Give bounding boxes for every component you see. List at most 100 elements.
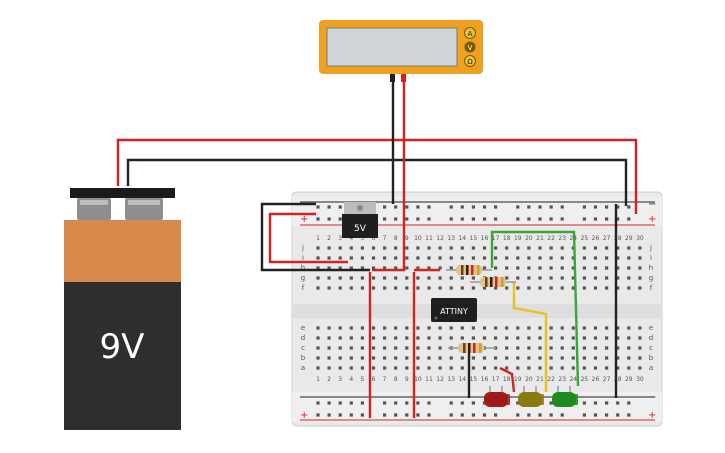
column-number-bottom: 14	[458, 376, 466, 383]
column-number-top: 15	[470, 235, 478, 242]
column-number-bottom: 2	[327, 376, 331, 383]
row-letter: j	[301, 244, 304, 252]
row-letter: f	[650, 284, 653, 292]
row-letter: c	[649, 344, 653, 352]
column-number-bottom: 19	[514, 376, 522, 383]
column-number-top: 3	[338, 235, 342, 242]
column-number-bottom: 25	[581, 376, 589, 383]
column-number-top: 8	[394, 235, 398, 242]
row-letter: g	[301, 274, 305, 282]
column-number-top: 13	[447, 235, 455, 242]
column-number-bottom: 1	[316, 376, 320, 383]
row-letter: i	[650, 254, 652, 262]
column-number-top: 1	[316, 235, 320, 242]
yellow-led[interactable]	[518, 386, 544, 407]
row-letter: f	[302, 284, 305, 292]
rail-plus-bottom-left: +	[300, 410, 308, 421]
attiny-chip[interactable]: ATTINY	[431, 298, 477, 322]
mode-ohms[interactable]	[464, 55, 476, 67]
column-number-top: 18	[503, 235, 511, 242]
rail-minus-bottom-right: −	[648, 392, 656, 403]
row-letter: a	[649, 364, 653, 372]
svg-text:V: V	[468, 44, 473, 52]
regulator-label: 5V	[354, 224, 367, 234]
column-number-top: 14	[458, 235, 466, 242]
column-number-top: 19	[514, 235, 522, 242]
row-letter: e	[301, 324, 305, 332]
column-number-bottom: 23	[558, 376, 566, 383]
column-number-top: 5	[360, 235, 364, 242]
row-letter: g	[649, 274, 653, 282]
column-number-top: 9	[405, 235, 409, 242]
column-numbers: 1122334455667788991010111112121313141415…	[316, 235, 644, 383]
column-number-top: 12	[436, 235, 444, 242]
column-number-top: 17	[492, 235, 500, 242]
column-number-bottom: 8	[394, 376, 398, 383]
column-number-top: 25	[581, 235, 589, 242]
mode-amps[interactable]	[464, 27, 476, 39]
breadboard[interactable]: 1122334455667788991010111112121313141415…	[291, 191, 663, 427]
column-number-top: 26	[592, 235, 600, 242]
column-number-top: 4	[349, 235, 353, 242]
resistor-1[interactable]	[446, 265, 492, 275]
row-letter: c	[301, 344, 305, 352]
rail-minus-top-right: −	[648, 199, 656, 210]
column-number-bottom: 30	[636, 376, 644, 383]
column-number-top: 30	[636, 235, 644, 242]
rail-minus-bottom-left: −	[300, 392, 308, 403]
leds	[484, 386, 578, 407]
row-letter: d	[301, 334, 305, 342]
voltage-regulator[interactable]: 5V	[342, 202, 378, 238]
column-number-top: 2	[327, 235, 331, 242]
rail-plus-bottom-right: +	[648, 410, 656, 421]
green-led[interactable]	[552, 386, 578, 407]
column-number-bottom: 16	[481, 376, 489, 383]
column-number-bottom: 26	[592, 376, 600, 383]
column-number-top: 6	[372, 235, 376, 242]
column-number-top: 7	[383, 235, 387, 242]
column-number-bottom: 22	[547, 376, 555, 383]
column-number-bottom: 9	[405, 376, 409, 383]
column-number-bottom: 28	[614, 376, 622, 383]
multimeter[interactable]: A V Ω	[319, 20, 483, 82]
battery-9v[interactable]: 9V	[64, 188, 181, 430]
column-number-top: 28	[614, 235, 622, 242]
row-letter: e	[649, 324, 653, 332]
row-letter: h	[301, 264, 305, 272]
column-number-top: 22	[547, 235, 555, 242]
svg-text:Ω: Ω	[467, 58, 473, 66]
column-number-bottom: 24	[569, 376, 577, 383]
resistor-2[interactable]	[470, 277, 516, 287]
svg-text:A: A	[468, 30, 473, 38]
wires	[116, 82, 638, 418]
column-number-bottom: 29	[625, 376, 633, 383]
column-number-bottom: 21	[536, 376, 544, 383]
row-letter: j	[649, 244, 652, 252]
rail-plus-top-left: +	[300, 214, 308, 225]
column-number-bottom: 10	[414, 376, 422, 383]
column-number-top: 16	[481, 235, 489, 242]
column-number-bottom: 7	[383, 376, 387, 383]
row-letter: b	[301, 354, 306, 362]
column-number-top: 11	[425, 235, 433, 242]
column-number-bottom: 13	[447, 376, 455, 383]
breadboard-holes	[316, 205, 642, 417]
chip-label: ATTINY	[440, 307, 468, 316]
row-letter: i	[302, 254, 304, 262]
column-number-bottom: 27	[603, 376, 611, 383]
column-number-bottom: 4	[349, 376, 353, 383]
column-number-bottom: 17	[492, 376, 500, 383]
red-led[interactable]	[484, 386, 510, 407]
column-number-bottom: 11	[425, 376, 433, 383]
rail-plus-top-right: +	[648, 214, 656, 225]
resistor-3[interactable]	[448, 343, 496, 353]
column-number-bottom: 6	[372, 376, 376, 383]
column-number-top: 29	[625, 235, 633, 242]
column-number-top: 23	[558, 235, 566, 242]
row-letter: h	[649, 264, 653, 272]
column-number-bottom: 12	[436, 376, 444, 383]
column-number-top: 27	[603, 235, 611, 242]
mode-volts[interactable]	[464, 41, 476, 53]
